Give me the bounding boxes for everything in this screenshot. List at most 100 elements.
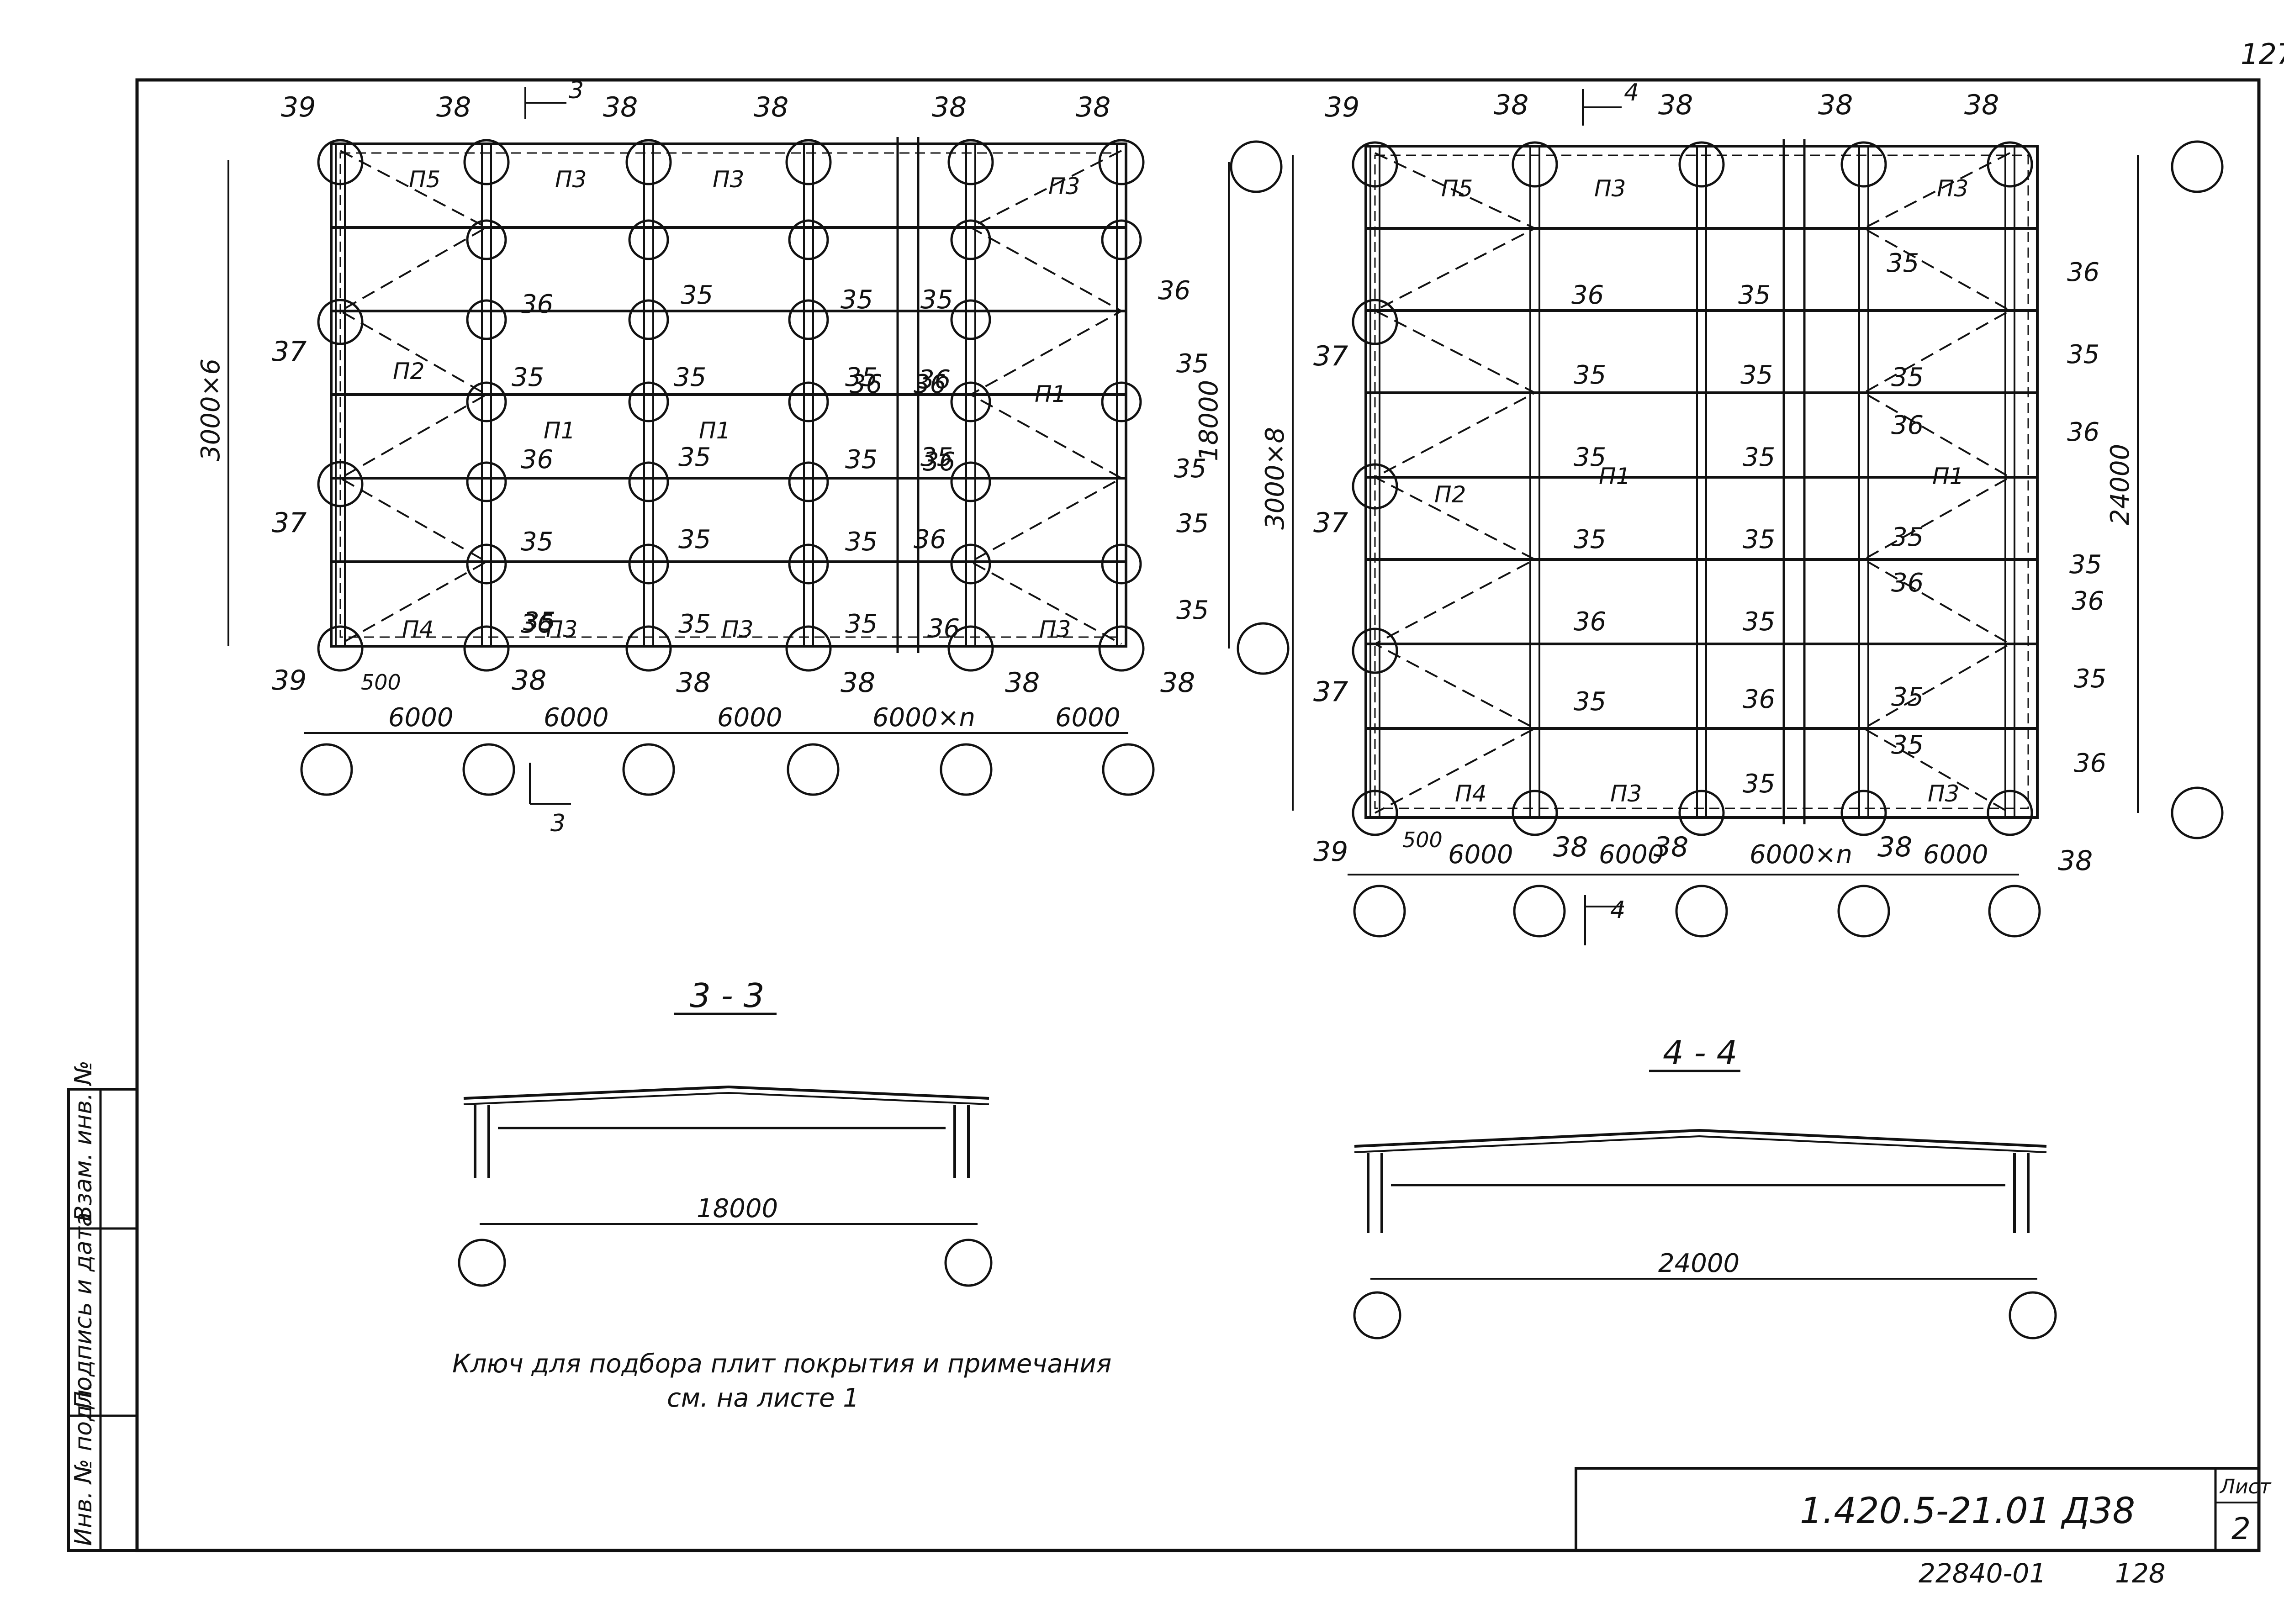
plan-right-section-mark-top: 4 — [1624, 79, 1639, 106]
plan-right-top-label-4: 38 — [1964, 89, 1999, 121]
purlins-left — [331, 226, 1126, 563]
plan-right-top-label-2: 38 — [1658, 89, 1693, 121]
plan-left-inner-label-15: 35 — [920, 285, 953, 315]
plan-right-top-label-3: 38 — [1818, 89, 1853, 121]
plan-right-inner-label-6: 35 — [1738, 280, 1771, 310]
plan-left-inner-label-16: 36 — [918, 365, 951, 395]
section-4-title: 4 - 4 — [1663, 1033, 1737, 1072]
stamp-inv-no: Инв. № подл. — [70, 1382, 97, 1546]
plan-right-bottom-label-3: 38 — [1877, 831, 1912, 863]
plan-right-inner-label-16: 35 — [1891, 522, 1924, 552]
truss-lines-right — [1369, 146, 2015, 817]
plan-left-inner-label-25: 35 — [920, 443, 953, 472]
section-3-title: 3 - 3 — [690, 976, 764, 1015]
plan-right-panel-top-0: П5 — [1441, 175, 1473, 202]
plan-left-panel-side-0: П2 — [393, 358, 424, 385]
plan-left-panel-top-2: П3 — [713, 166, 744, 193]
plan-right-side-label-1: 37 — [1313, 507, 1348, 539]
plan-left-section-mark-bottom: 3 — [550, 810, 566, 837]
plan-right-inner-label-15: 36 — [1891, 411, 1924, 440]
plan-left-inner-label-14: 35 — [845, 609, 878, 639]
plan-right-inner-label-4: 36 — [1574, 607, 1606, 637]
plan-right-inner-label-14: 35 — [1891, 363, 1924, 392]
plan-left-panel-side-2: П1 — [699, 417, 730, 444]
plan-right-dim-span-2: 6000×n — [1750, 840, 1852, 870]
plan-right-bottom-label-0: 39 — [1313, 836, 1348, 868]
plan-right-dim-vertical: 3000×8 — [1260, 427, 1290, 530]
plan-left-bottom-label-5: 38 — [1160, 667, 1195, 699]
plan-left-inner-label-11: 35 — [845, 363, 878, 392]
plan-left-dim-span-0: 6000 — [388, 703, 454, 733]
plan-right-inner-label-5: 35 — [1574, 687, 1606, 717]
plan-left-dim-span-3: 6000×n — [872, 703, 975, 733]
plan-right-dim-edge: 500 — [1402, 828, 1443, 852]
plan-right-panel-side-1: П1 — [1599, 463, 1630, 490]
plan-left-inner-label-23: 35 — [1176, 596, 1209, 625]
plan-right-inner-label-11: 36 — [1743, 685, 1775, 714]
plan-left-inner-label-9: 35 — [678, 609, 711, 639]
plan-left-dim-span-4: 6000 — [1055, 703, 1121, 733]
plan-right-inner-label-23: 35 — [2069, 550, 2102, 580]
plan-left-panel-side-3: П1 — [1035, 381, 1066, 407]
plan-left-panel-bottom-0: П4 — [402, 616, 434, 643]
doc-code: 1.420.5-21.01 Д38 — [1800, 1491, 2135, 1532]
plan-left-top-label-3: 38 — [754, 91, 788, 123]
plan-left-inner-label-10: 35 — [841, 285, 873, 315]
plan-left-inner-label-22: 35 — [1176, 509, 1209, 538]
plan-left-inner-label-12: 35 — [845, 445, 878, 475]
plan-left-inner-label-26: 36 — [914, 525, 946, 554]
plan-left-bottom-label-1: 38 — [512, 664, 546, 696]
plan-left-panel-top-1: П3 — [555, 166, 587, 193]
plan-right-inner-label-10: 35 — [1743, 607, 1775, 637]
plan-right-bottom-label-1: 38 — [1553, 831, 1588, 863]
plan-right-inner-label-19: 35 — [1891, 730, 1924, 760]
sheet-number: 2 — [2231, 1511, 2251, 1546]
plan-left-top-label-1: 38 — [436, 91, 471, 123]
purlins-right — [1366, 227, 2037, 730]
plan-right-dim-span-0: 6000 — [1448, 840, 1513, 870]
plan-right-dim-span-3: 6000 — [1923, 840, 1988, 870]
plan-left-inner-label-2: 36 — [521, 445, 553, 475]
plan-left-inner-label-28: 36 — [850, 369, 882, 399]
nodes-left — [317, 139, 1145, 672]
bracing-right — [1373, 152, 2012, 814]
note-line-2: см. на листе 1 — [667, 1383, 859, 1413]
plan-right-panel-bottom-1: П3 — [1610, 780, 1642, 807]
plan-left-bottom-label-3: 38 — [841, 667, 875, 699]
plan-left-panel-top-3: П3 — [1048, 173, 1080, 200]
plan-left-inner-label-18: 36 — [927, 614, 960, 643]
stamp-replaced-inv: Взам. инв. № — [70, 1060, 97, 1222]
plan-left-top-label-4: 38 — [932, 91, 967, 123]
plan-right-bottom-label-2: 38 — [1654, 831, 1688, 863]
plan-right-inner-label-1: 35 — [1574, 360, 1606, 390]
plan-right-inner-label-26: 36 — [2074, 749, 2106, 778]
plan-left-dim-edge: 500 — [361, 670, 401, 695]
plan-left-panel-bottom-1: П3 — [546, 616, 577, 643]
plan-left-panel-bottom-3: П3 — [1039, 616, 1071, 643]
bracing-left — [338, 150, 1124, 645]
plan-right-inner-label-21: 35 — [2067, 340, 2099, 369]
plan-right-panel-side-0: П2 — [1434, 481, 1466, 508]
plan-left-dim-span-1: 6000 — [544, 703, 609, 733]
dimensions-right — [1292, 89, 2139, 945]
plan-right-panel-bottom-0: П4 — [1455, 780, 1486, 807]
plan-right-inner-label-17: 36 — [1891, 568, 1924, 598]
plan-left-inner-label-19: 36 — [1158, 276, 1190, 306]
plan-left-inner-label-1: 35 — [512, 363, 544, 392]
plan-left-side-label-1: 37 — [272, 507, 307, 539]
plan-left-panel-top-0: П5 — [409, 166, 440, 193]
sheet-frame — [135, 78, 2261, 1552]
plan-left-top-label-5: 38 — [1076, 91, 1110, 123]
plan-left-bottom-label-2: 38 — [676, 667, 711, 699]
note-line-1: Ключ для подбора плит покрытия и примеча… — [452, 1349, 1111, 1379]
plan-left-inner-label-3: 35 — [521, 527, 553, 557]
sheet-label: Лист — [2219, 1475, 2272, 1498]
plan-left-panel-side-1: П1 — [544, 417, 575, 444]
plan-right-inner-label-9: 35 — [1743, 525, 1775, 554]
plan-left-dim-span-2: 6000 — [717, 703, 782, 733]
plan-left-inner-label-0: 36 — [521, 290, 553, 319]
plan-left-inner-label-4: 36 — [521, 609, 553, 639]
plan-right-inner-label-22: 36 — [2067, 417, 2099, 447]
archive-code: 22840-01 — [1919, 1558, 2046, 1589]
axis-bubbles-left — [300, 140, 1290, 796]
